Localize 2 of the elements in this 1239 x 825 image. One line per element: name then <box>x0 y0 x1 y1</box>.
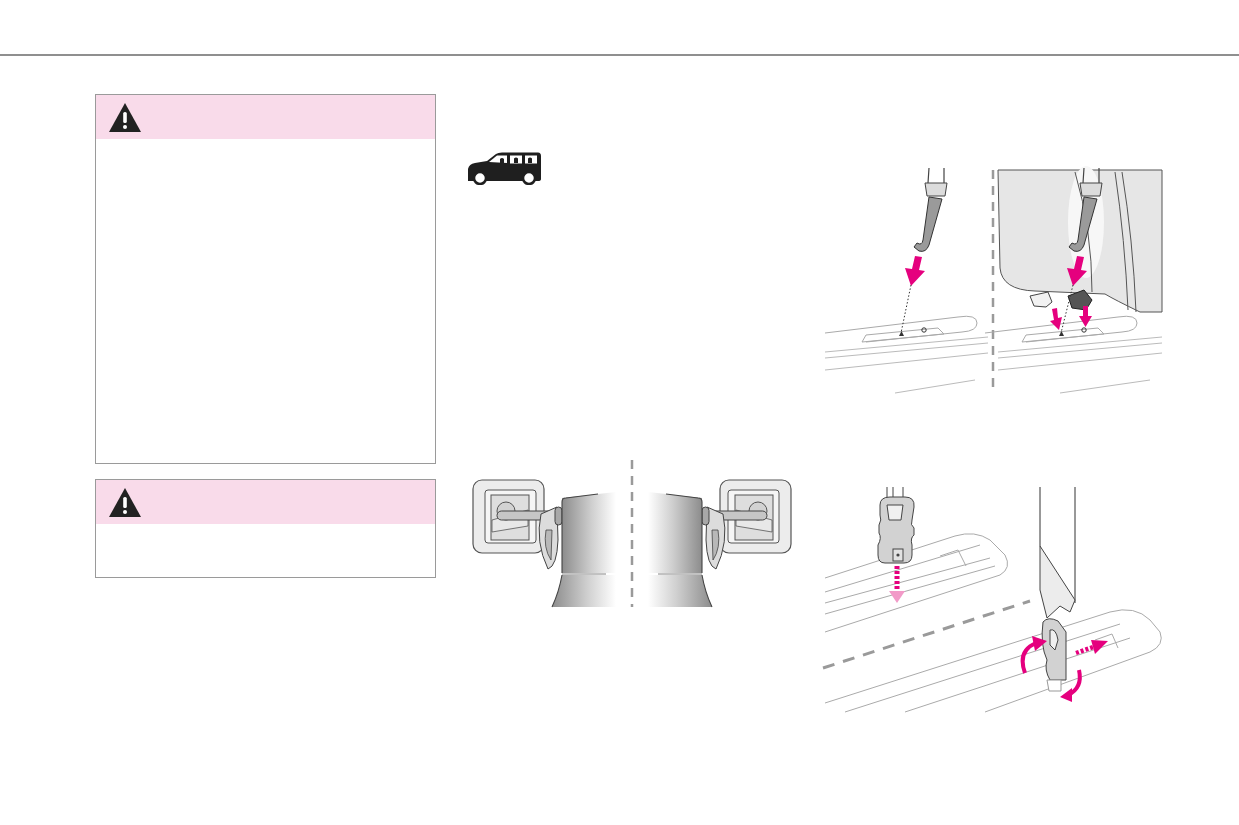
warning-box <box>95 94 436 464</box>
warning-box <box>95 479 436 578</box>
